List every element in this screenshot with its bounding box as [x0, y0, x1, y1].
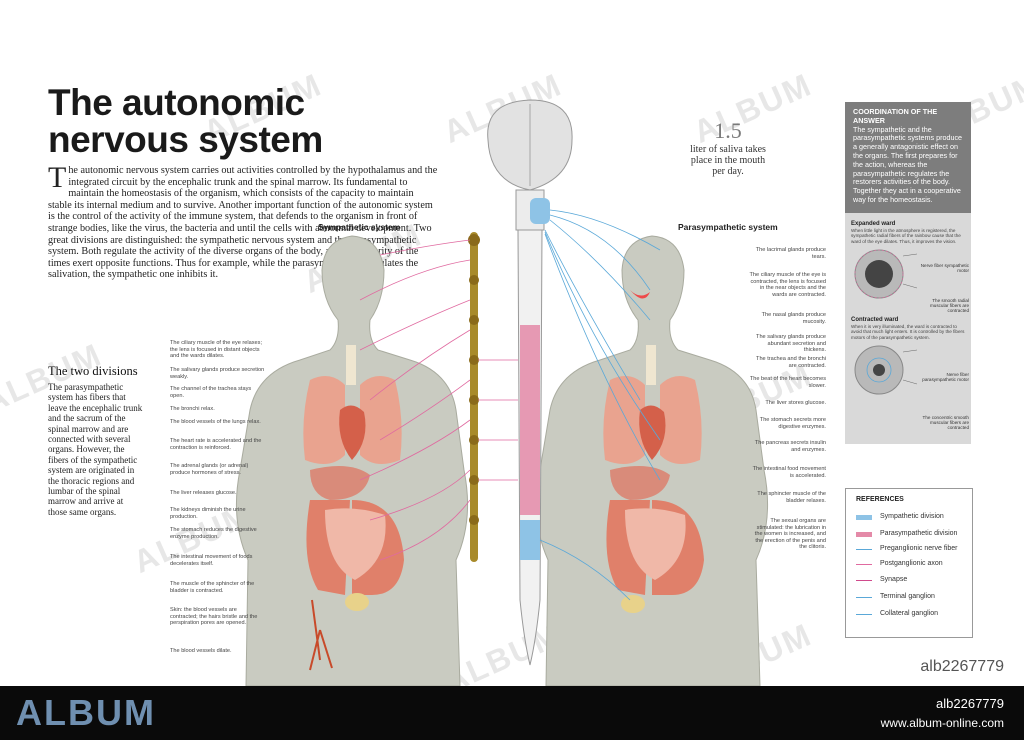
coordination-heading: COORDINATION OF THE ANSWER	[853, 107, 938, 125]
expanded-ward-title: Expanded ward	[851, 220, 896, 227]
sympathetic-note: The ciliary muscle of the eye relaxes; t…	[170, 340, 263, 359]
coordination-panel: COORDINATION OF THE ANSWER The sympathet…	[845, 102, 971, 444]
page-title: The autonomic nervous system	[48, 82, 323, 160]
footer-bar: ALBUM alb2267779 www.album-online.com	[0, 686, 1024, 740]
parasympathetic-body-figure	[535, 235, 769, 686]
sympathetic-note: The bronchi relax.	[170, 406, 215, 412]
references-legend: REFERENCES Sympathetic division Parasymp…	[845, 488, 973, 638]
divisions-title: The two divisions	[48, 364, 138, 378]
sympathetic-note: The blood vessels dilate.	[170, 648, 232, 654]
sympathetic-note: The kidneys diminish the urine productio…	[170, 507, 246, 520]
expanded-nerve-label: Nerve fiber sympathetic motor	[920, 263, 969, 274]
sympathetic-note: The liver releases glucose.	[170, 490, 237, 496]
sympathetic-note: The channel of the trachea stays open.	[170, 386, 252, 399]
album-logo[interactable]: ALBUM	[16, 692, 156, 733]
parasympathetic-nerves	[539, 209, 661, 601]
parasympathetic-note: The pancreas secrets insulin and enzymes…	[754, 440, 826, 453]
divisions-text: The parasympathetic system has fibers th…	[48, 382, 143, 517]
anatomy-illustration	[235, 99, 769, 686]
parasympathetic-note: The sphincter muscle of the bladder rela…	[757, 491, 826, 504]
sympathetic-note: The heart rate is accelerated and the co…	[170, 438, 262, 451]
parasympathetic-note: The liver stores glucose.	[765, 400, 826, 406]
parasympathetic-note: The trachea and the bronchi are contract…	[756, 356, 826, 369]
sympathetic-system-label: Sympathetic system	[318, 222, 401, 232]
references-heading: REFERENCES	[856, 496, 904, 503]
footer-image-id: alb2267779	[936, 696, 1004, 711]
parasympathetic-system-label: Parasympathetic system	[678, 222, 778, 232]
expanded-muscle-label: The smooth radial muscular fibers are co…	[929, 298, 969, 314]
expanded-ward-text: When little light in the atmosphere is r…	[851, 227, 961, 244]
expanded-ward-eye-diagram	[854, 249, 918, 299]
contracted-ward-text: When it is very illuminated, the ward is…	[851, 323, 965, 340]
contracted-ward-eye-diagram	[854, 345, 918, 395]
parasympathetic-note: The lacrimal glands produce tears.	[755, 247, 826, 260]
sympathetic-note: The stomach reduces the digestive enzyme…	[170, 527, 257, 540]
footer-url-link[interactable]: www.album-online.com	[880, 716, 1004, 730]
saliva-fact: 1.5 liter of saliva takes place in the m…	[688, 118, 768, 177]
sympathetic-nerves	[359, 239, 518, 561]
contracted-muscle-label: The concentric smooth muscular fibers ar…	[922, 415, 969, 431]
contracted-nerve-label: Nerve fiber parasympathetic motor	[922, 372, 969, 383]
sympathetic-body-figure	[235, 235, 469, 686]
intro-body: he autonomic nervous system carries out …	[48, 165, 438, 281]
saliva-fact-number: 1.5	[714, 118, 742, 143]
sympathetic-note: The muscle of the sphincter of the bladd…	[170, 581, 255, 594]
parasympathetic-note: The ciliary muscle of the eye is contrac…	[749, 272, 826, 298]
stock-id: alb2267779	[920, 658, 1004, 675]
parasympathetic-note: The nasal glands produce mucosity.	[761, 312, 826, 325]
coordination-text: The sympathetic and the parasympathetic …	[853, 124, 963, 204]
parasympathetic-note: The stomach secrets more digestive enzym…	[759, 417, 826, 430]
saliva-fact-text: liter of saliva takes place in the mouth…	[690, 144, 766, 177]
sympathetic-note: The salivary glands produce secretion we…	[170, 367, 265, 380]
parasympathetic-note: The intestinal food movement is accelera…	[752, 466, 826, 479]
sympathetic-note: Skin: the blood vessels are contracted; …	[170, 607, 258, 626]
sympathetic-note: The intestinal movement of foods deceler…	[170, 554, 253, 567]
sympathetic-note: The adrenal glands (or adrenal) produce …	[170, 463, 249, 476]
parasympathetic-note: The salivary glands produce abundant sec…	[756, 334, 826, 353]
intro-dropcap: T	[48, 161, 67, 194]
contracted-ward-title: Contracted ward	[851, 316, 899, 323]
sympathetic-note: The blood vessels of the lungs relax.	[170, 419, 261, 425]
parasympathetic-note: The beat of the heart becomes slower.	[749, 376, 826, 389]
sympathetic-ganglion-chain	[468, 232, 480, 562]
brain-and-spinal-cord	[487, 99, 573, 666]
parasympathetic-note: The sexual organs are stimulated: the lu…	[754, 518, 826, 550]
